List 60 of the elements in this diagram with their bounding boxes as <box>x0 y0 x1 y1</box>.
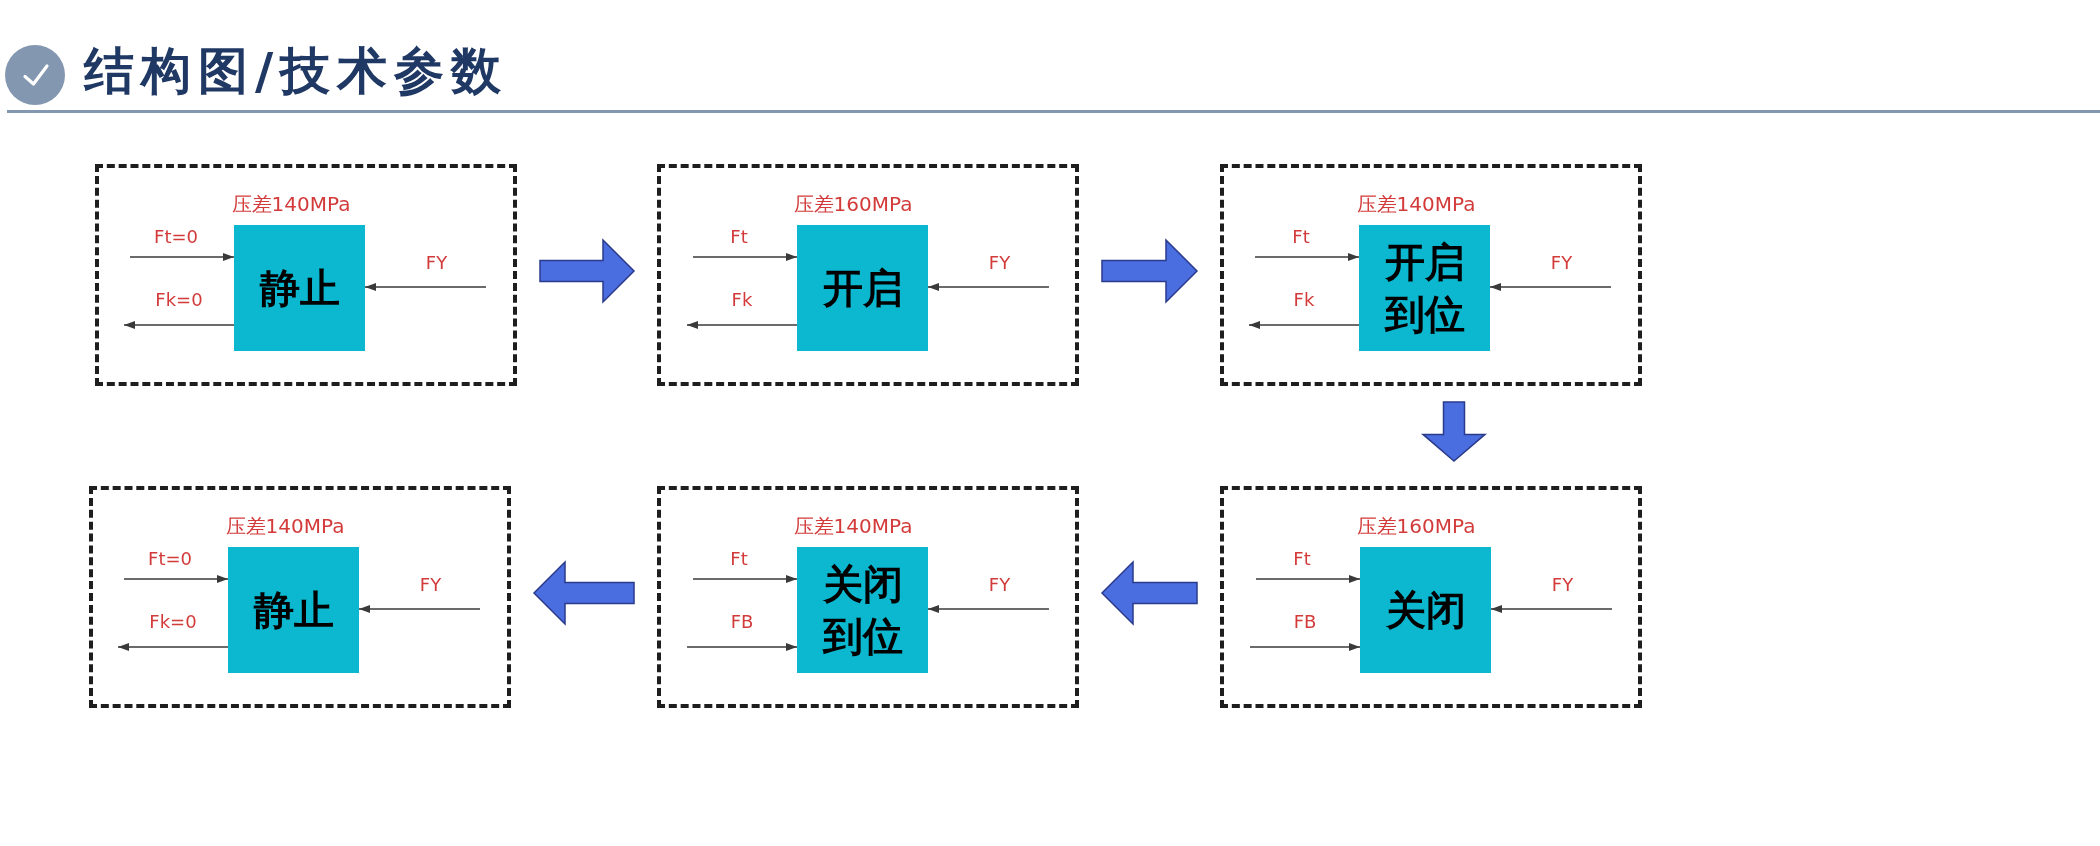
force-arrow <box>123 575 229 583</box>
flow-arrow <box>1100 560 1198 626</box>
force-label: FY <box>425 252 448 274</box>
force-arrow <box>129 253 235 261</box>
dashed-frame <box>1220 486 1642 708</box>
pressure-label: 压差140MPa <box>1356 193 1476 216</box>
pressure-label: 压差140MPa <box>231 193 351 216</box>
force-label: FY <box>419 574 442 596</box>
flow-arrow <box>532 560 635 626</box>
pressure-label: 压差160MPa <box>793 193 913 216</box>
state-box: 关闭 <box>1360 547 1491 673</box>
dashed-frame <box>89 486 511 708</box>
page-title: 结构图/技术参数 <box>84 44 509 99</box>
pressure-label: 压差160MPa <box>1356 515 1476 538</box>
flow-arrow <box>1420 401 1488 462</box>
pressure-label: 压差140MPa <box>225 515 345 538</box>
force-arrow <box>692 253 798 261</box>
dashed-frame <box>657 486 1079 708</box>
force-label: FY <box>1550 252 1573 274</box>
force-label: Ft <box>730 548 748 570</box>
force-label: Ft=0 <box>154 226 198 248</box>
force-arrow <box>1490 605 1613 613</box>
force-label: FY <box>1551 574 1574 596</box>
force-arrow <box>117 643 229 651</box>
dashed-frame <box>657 164 1079 386</box>
force-label: FB <box>730 611 754 633</box>
force-arrow <box>927 605 1050 613</box>
force-label: Fk <box>1293 289 1315 311</box>
force-label: Fk <box>731 289 753 311</box>
force-arrow <box>927 283 1050 291</box>
force-label: FY <box>988 252 1011 274</box>
state-box: 开启 <box>797 225 928 351</box>
force-label: Ft <box>1293 548 1311 570</box>
force-arrow <box>1489 283 1612 291</box>
flow-arrow <box>1101 238 1199 304</box>
force-arrow <box>686 643 798 651</box>
dashed-frame <box>95 164 517 386</box>
pressure-label: 压差140MPa <box>793 515 913 538</box>
flow-arrow <box>539 238 636 304</box>
force-arrow <box>692 575 798 583</box>
force-label: FY <box>988 574 1011 596</box>
force-arrow <box>1255 575 1361 583</box>
force-arrow <box>1254 253 1360 261</box>
force-label: Ft <box>730 226 748 248</box>
force-label: Fk=0 <box>149 611 197 633</box>
dashed-frame <box>1220 164 1642 386</box>
force-arrow <box>1249 643 1361 651</box>
force-arrow <box>358 605 481 613</box>
force-arrow <box>123 321 235 329</box>
state-box: 静止 <box>228 547 359 673</box>
force-arrow <box>1248 321 1360 329</box>
state-box: 开启到位 <box>1359 225 1490 351</box>
force-label: Ft <box>1292 226 1310 248</box>
force-label: FB <box>1293 611 1317 633</box>
force-arrow <box>364 283 487 291</box>
state-box: 关闭到位 <box>797 547 928 673</box>
force-arrow <box>686 321 798 329</box>
force-label: Fk=0 <box>155 289 203 311</box>
force-label: Ft=0 <box>148 548 192 570</box>
state-box: 静止 <box>234 225 365 351</box>
